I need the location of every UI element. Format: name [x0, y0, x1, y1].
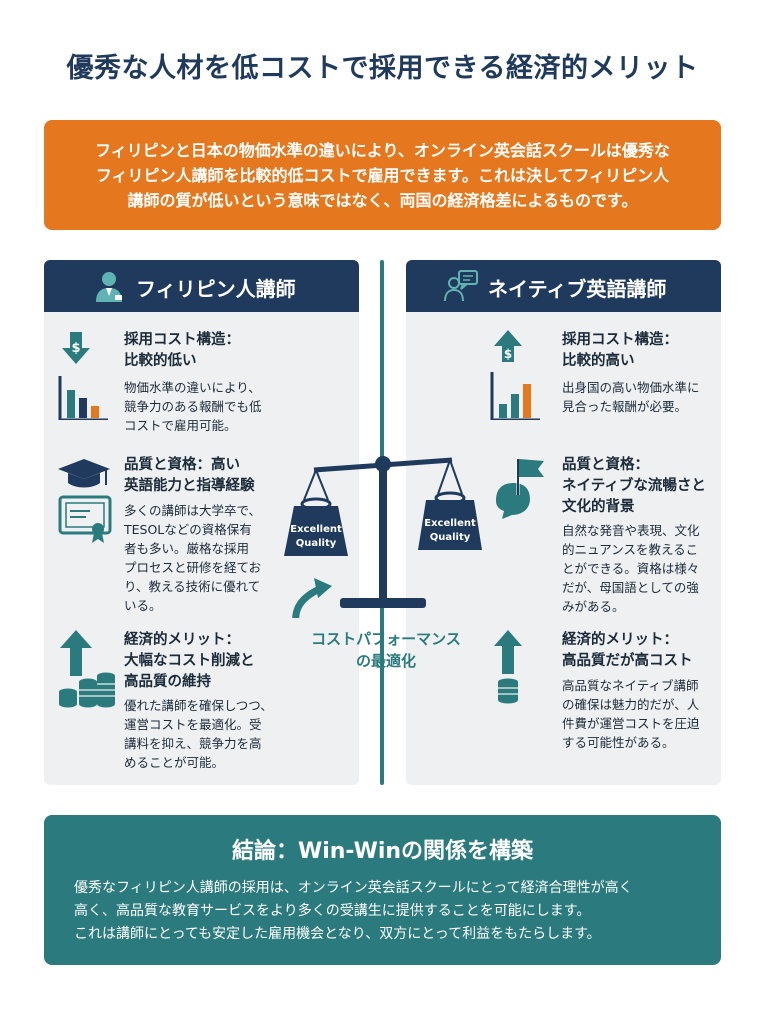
item-text: 優れた講師を確保しつつ、 運営コストを最適化。受 講料を抑え、競争力を高 めるこ…: [124, 698, 273, 770]
conclusion-title: 結論：Win-Winの関係を構築: [231, 839, 534, 864]
right-weight-label: Quality: [430, 532, 471, 543]
panel-header: ネイティブ英語講師: [406, 260, 721, 312]
intro-line: フィリピン人講師を比較的低コストで雇用できます。これは決してフィリピン人: [95, 166, 670, 185]
page-title: 優秀な人材を低コストで採用できる経済的メリット: [66, 53, 699, 84]
panel-title: フィリピン人講師: [136, 277, 296, 301]
native-teacher-panel: ネイティブ英語講師 $ 採用コスト構造： 比較的高い 出身国の高い物価水準に 見…: [406, 260, 721, 785]
item-heading: 採用コスト構造： 比較的高い: [562, 332, 678, 369]
left-weight-label: Quality: [296, 538, 337, 549]
intro-banner: フィリピンと日本の物価水準の違いにより、オンライン英会話スクールは優秀な フィリ…: [44, 120, 721, 230]
item-text: 高品質なネイティブ講師 の確保は魅力的だが、人 件費が運営コストを圧迫 する可能…: [562, 678, 700, 750]
left-weight-label: Excellent: [290, 524, 342, 535]
item-text: 物価水準の違いにより、 競争力のある報酬でも低 コストで雇用可能。: [124, 380, 262, 433]
cost-up-chart-icon: $: [490, 330, 540, 420]
cost-performance-caption: コストパフォーマンス の最適化: [311, 630, 461, 670]
item-heading: 経済的メリット： 大幅なコスト削減と 高品質の維持: [124, 632, 255, 690]
svg-text:$: $: [504, 347, 512, 361]
graduation-certificate-icon: [58, 459, 112, 543]
item-text: 出身国の高い物価水準に 見合った報酬が必要。: [562, 380, 700, 414]
conclusion-text: 優秀なフィリピン人講師の採用は、オンライン英会話スクールにとって経済合理性が高く…: [74, 880, 633, 942]
panel-title: ネイティブ英語講師: [488, 277, 667, 301]
intro-line: 講師の質が低いという意味ではなく、両国の経済格差によるものです。: [127, 191, 638, 210]
intro-line: フィリピンと日本の物価水準の違いにより、オンライン英会話スクールは優秀な: [95, 141, 670, 160]
arrow-up-coins-icon: [494, 630, 522, 704]
item-heading: 採用コスト構造： 比較的低い: [124, 332, 240, 369]
panel-header: フィリピン人講師: [44, 260, 359, 312]
right-weight-label: Excellent: [424, 518, 476, 529]
teacher-person-icon: [96, 272, 122, 302]
balance-scale-icon: Excellent Quality Excellent Quality: [284, 456, 482, 618]
cost-down-chart-icon: $: [58, 332, 108, 420]
arrow-up-coins-icon: [59, 630, 115, 708]
filipino-teacher-panel: フィリピン人講師 $ 採用コスト構造： 比較的低い 物価水準の違いにより、 競争…: [44, 260, 359, 785]
item-heading: 経済的メリット： 高品質だが高コスト: [562, 632, 693, 669]
item-text: 多くの講師は大学卒で、 TESOLなどの資格保有 者も多い。厳格な採用 プロセス…: [124, 503, 262, 613]
item-heading: 品質と資格：高い 英語能力と指導経験: [124, 457, 255, 494]
flag-speech-icon: [496, 459, 544, 519]
speaker-chat-icon: [444, 270, 478, 302]
item-heading: 品質と資格： ネイティブな流暢さと 文化的背景: [562, 457, 706, 515]
item-text: 自然な発音や表現、文化 的ニュアンスを教えるこ とができる。資格は様々 だが、母…: [562, 523, 700, 614]
svg-text:$: $: [71, 341, 80, 356]
conclusion-box: 結論：Win-Winの関係を構築 優秀なフィリピン人講師の採用は、オンライン英会…: [44, 815, 721, 965]
